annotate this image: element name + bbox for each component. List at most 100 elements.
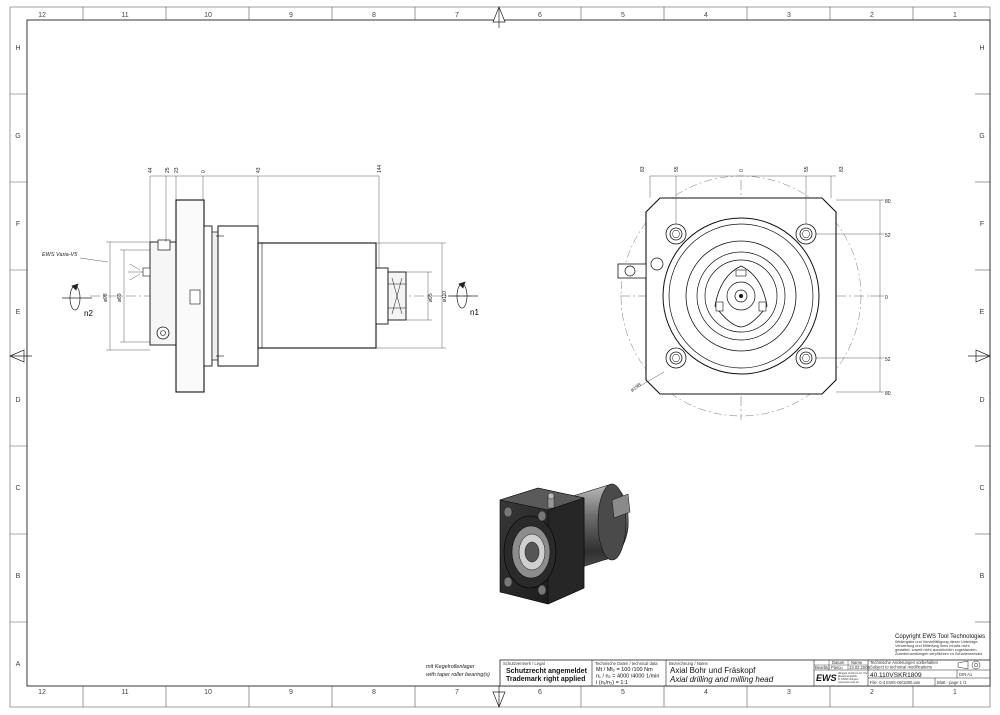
ews-logo: EWS xyxy=(816,673,837,683)
column-labels: 12 11 10 9 8 7 6 5 4 3 2 1 12 11 10 9 8 … xyxy=(38,12,957,696)
dim-label: 23 xyxy=(174,167,180,173)
dim-label: ø198 xyxy=(630,382,643,394)
row-label: G xyxy=(15,133,20,140)
col-label: 12 xyxy=(38,12,46,19)
rotation-arrow-left xyxy=(62,283,92,311)
dim-label: 83 xyxy=(839,166,845,172)
speed-spec: n₁ / n₂ = 4000 /4000 1/min xyxy=(596,674,659,680)
dim-label: ø98 xyxy=(103,293,109,302)
outer-border xyxy=(9,6,991,708)
copyright-fine: Verwertung und Mitteilung ihres Inhalts … xyxy=(895,644,970,648)
copyright-fine: Weitergabe und Vervielfältigung dieser U… xyxy=(895,640,979,644)
row-labels: H G F E D C B A H G F E D C B A xyxy=(15,45,984,668)
row-label: D xyxy=(15,397,20,404)
col-label: 1 xyxy=(953,12,957,19)
col-label: 7 xyxy=(455,12,459,19)
screw-head xyxy=(156,326,170,340)
rotation-label-left: n2 xyxy=(84,309,93,318)
col-label: 3 xyxy=(787,12,791,19)
desc-label: Bezeichnung / Name xyxy=(669,661,709,666)
changes-note-en: Subject to technical modifications xyxy=(870,665,932,670)
dim-label: 25 xyxy=(165,167,171,173)
projection-symbol xyxy=(957,660,981,670)
col-name-label: Name xyxy=(851,660,863,665)
row-label: H xyxy=(979,45,984,52)
row-drawn-label: Bearbtg xyxy=(815,665,830,670)
rotation-label-right: n1 xyxy=(470,308,479,317)
col-label: 10 xyxy=(204,12,212,19)
col-label: 2 xyxy=(870,12,874,19)
dim-label: 80 xyxy=(885,391,891,397)
isometric-render xyxy=(499,483,631,605)
col-label: 10 xyxy=(204,689,212,696)
col-label: 12 xyxy=(38,689,46,696)
copyright-fine: Zuwiderhandlungen verpflichten zu Schade… xyxy=(895,652,983,656)
changes-note: Technische Änderungen vorbehalten xyxy=(870,660,939,665)
col-label: 11 xyxy=(121,12,128,19)
company-line: www.ews-tools.de xyxy=(838,680,859,684)
col-label: 7 xyxy=(455,689,459,696)
spindle-housing xyxy=(257,242,377,349)
drawn-by: Pascu xyxy=(831,665,843,670)
rotation-arrow-right xyxy=(448,281,478,309)
row-label: E xyxy=(980,309,985,316)
title-en: Axial drilling and milling head xyxy=(669,675,774,684)
row-label: B xyxy=(16,573,21,580)
row-ticks xyxy=(10,93,990,623)
dim-label: 80 xyxy=(885,199,891,205)
col-label: 8 xyxy=(372,12,376,19)
legal-label: Schutzvermerk / Legal xyxy=(503,661,545,666)
col-label: 6 xyxy=(538,12,542,19)
dim-label: 0 xyxy=(201,170,207,173)
row-label: H xyxy=(15,45,20,52)
row-label: D xyxy=(979,397,984,404)
col-label: 8 xyxy=(372,689,376,696)
copyright-fine: gestattet, soweit nicht ausdrücklich zug… xyxy=(895,648,978,652)
dim-label: 55 xyxy=(804,166,810,172)
company-line: D-73066 Uhingen xyxy=(838,677,859,681)
dim-label: 43 xyxy=(256,167,262,173)
copyright: Copyright EWS Tool Technologies xyxy=(895,634,985,640)
column-ticks xyxy=(82,7,914,707)
row-label: C xyxy=(15,485,20,492)
drawn-date: 13.02.2008 xyxy=(849,665,871,670)
col-label: 6 xyxy=(538,689,542,696)
col-label: 9 xyxy=(289,689,293,696)
row-label: F xyxy=(980,221,984,228)
col-label: 11 xyxy=(121,689,128,696)
col-label: 2 xyxy=(870,689,874,696)
row-label: B xyxy=(980,573,985,580)
file-name: File: 0-4 EWS-06/1800.iam xyxy=(870,680,921,685)
col-label: 5 xyxy=(621,12,625,19)
dim-label: ø110 xyxy=(442,291,448,302)
torque-spec: Mt / Mt₂ = 100 /100 Nm xyxy=(596,667,653,673)
dim-label: 144 xyxy=(377,164,383,173)
col-label: 9 xyxy=(289,12,293,19)
row-label: C xyxy=(979,485,984,492)
title-block: Schutzvermerk / Legal Schutzrecht angeme… xyxy=(499,634,991,687)
company-line: Maschinenfabrik xyxy=(838,674,858,678)
part-number: 40.110VSKR1809 xyxy=(870,672,922,679)
side-view: 44 25 23 0 43 144 ø98 ø89 ø95 ø110 EWS xyxy=(42,164,479,393)
col-label: 1 xyxy=(953,689,957,696)
tech-label: Technische Daten / technical data xyxy=(595,661,658,666)
col-date-label: Datum xyxy=(832,660,845,665)
protected-de: Schutzrecht angemeldet xyxy=(506,668,588,675)
paper-format: DIN A1 xyxy=(959,672,973,677)
centering-marks xyxy=(9,6,991,708)
row-label: A xyxy=(16,661,21,668)
ratio-spec: i (n₁/n₂) = 1:1 xyxy=(596,680,628,686)
col-label: 5 xyxy=(621,689,625,696)
dim-label: 52 xyxy=(885,233,891,239)
dim-label: 83 xyxy=(640,166,646,172)
bearing-note-en: with taper roller bearing(s) xyxy=(426,672,490,678)
dim-label: ø89 xyxy=(117,293,123,302)
front-view: 83 55 0 55 83 80 52 0 52 80 ø198 xyxy=(617,166,891,420)
row-label: F xyxy=(16,221,20,228)
col-label: 4 xyxy=(704,12,708,19)
title-de: Axial Bohr und Fräskopf xyxy=(670,666,756,675)
dim-label: 0 xyxy=(739,169,745,172)
col-label: 4 xyxy=(704,689,708,696)
